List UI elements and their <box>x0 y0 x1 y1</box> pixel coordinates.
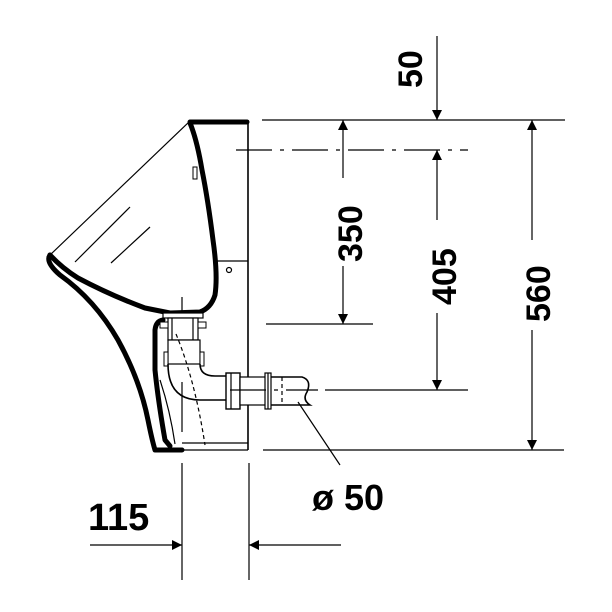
flush-slot <box>192 166 198 180</box>
trap-hidden-line <box>175 333 206 446</box>
mounting-hole <box>225 266 233 274</box>
trap-elbow <box>167 363 228 401</box>
dim-label-diameter: ø 50 <box>312 477 384 518</box>
dim-label-115: 115 <box>88 497 149 539</box>
bowl-hatch <box>74 206 131 263</box>
dimension-350: 350 <box>332 120 370 324</box>
dimension-diameter-50: ø 50 <box>297 401 384 518</box>
extension-lines <box>181 119 565 580</box>
bowl-front-line <box>49 120 191 256</box>
bowl-inner-wall <box>167 120 219 316</box>
outlet-sleeve <box>225 372 241 410</box>
trap-assembly <box>159 312 318 446</box>
body-inner-wall <box>152 317 173 449</box>
dim-label-560: 560 <box>520 265 558 322</box>
dimension-50: 50 <box>392 36 442 120</box>
outlet-pipe-break <box>271 376 313 406</box>
dim-label-405: 405 <box>426 248 464 305</box>
dimension-115: 115 <box>88 497 341 550</box>
dimension-560: 560 <box>520 120 558 450</box>
dimension-405: 405 <box>426 150 464 390</box>
dim-label-50: 50 <box>392 50 430 88</box>
body-front-outer <box>46 252 185 453</box>
dim-label-350: 350 <box>332 205 370 262</box>
trap-elbow-inner <box>199 363 228 377</box>
body-inner-detail <box>159 379 176 445</box>
bowl-lip-upper <box>47 252 173 316</box>
urinal-body <box>46 119 250 453</box>
bowl-hatch <box>110 226 151 264</box>
